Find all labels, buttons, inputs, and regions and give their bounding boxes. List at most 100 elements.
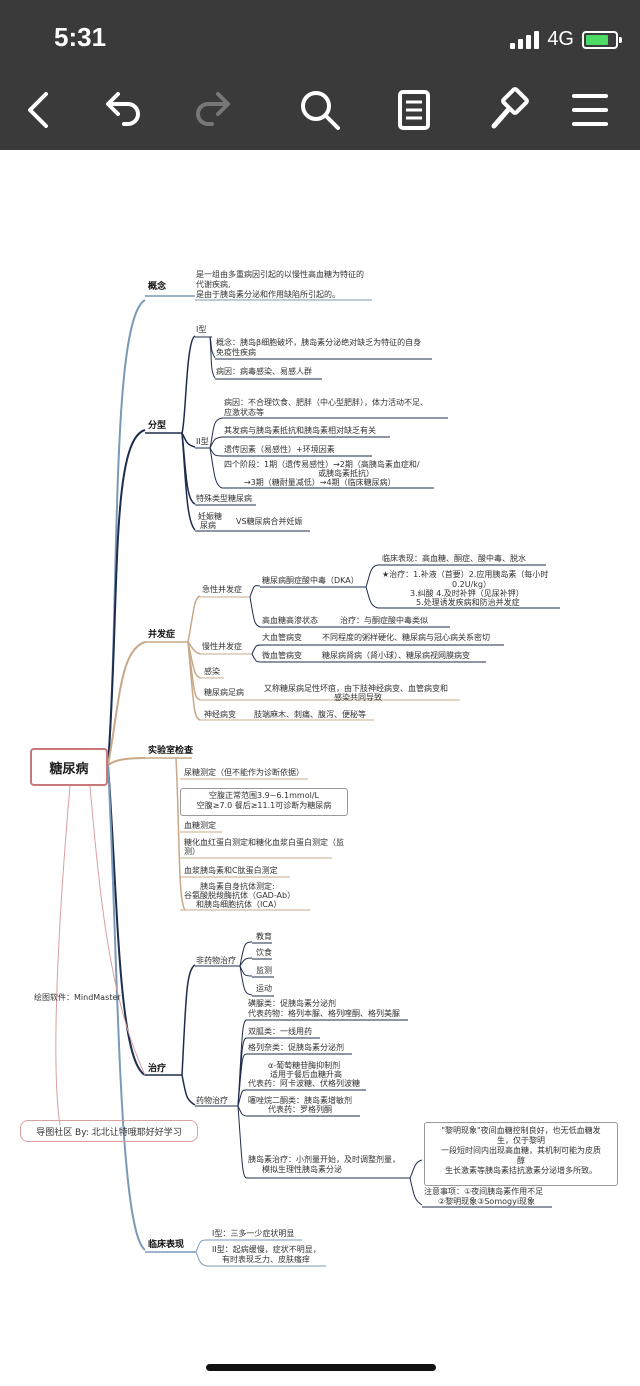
hba1c-1[interactable]: 糖化血红蛋白测定和糖化血浆白蛋白测定（监 — [184, 838, 344, 847]
community-credit[interactable]: 导图社区 By: 北北让特哦耶好好学习 — [20, 1120, 198, 1142]
type2-factors: 遗传因素（易感性）+环境因素 — [224, 445, 335, 454]
clinical-type1: I型：三多一少症状明显 — [212, 1229, 295, 1238]
branch-concept[interactable]: 概念 — [148, 282, 167, 292]
dka-treatment-2: 0.2U/kg） — [452, 580, 491, 589]
agi-1: α-葡萄糖苷酶抑制剂 — [268, 1061, 341, 1070]
gestational-2: 尿病 — [200, 521, 216, 530]
glucose-range-1: 空腹正常范围3.9~6.1mmol/L — [208, 791, 319, 800]
type2-cause-2: 应激状态等 — [224, 408, 264, 417]
type2-node[interactable]: II型 — [196, 437, 209, 446]
dka-treatment-4: 5.处理诱发疾病和防治并发症 — [416, 598, 520, 607]
back-icon[interactable] — [12, 82, 68, 138]
gestational-note: VS糖尿病合并妊娠 — [236, 517, 303, 526]
type1-concept-2: 免疫性疾病 — [216, 348, 256, 357]
biguanide: 双胍类：一线用药 — [248, 1027, 312, 1036]
type2-stages-2: 或胰岛素抵抗） — [318, 469, 374, 478]
autoantibody-3: 和胰岛细胞抗体（ICA） — [196, 900, 282, 909]
hba1c-2: 测） — [184, 847, 200, 856]
type2-stages-3: →3期（糖耐量减低）→4期（临床糖尿病） — [244, 478, 396, 487]
acute-complications[interactable]: 急性并发症 — [202, 585, 242, 594]
status-time: 5:31 — [54, 22, 107, 52]
caution-1: 注意事项：①夜间胰岛素作用不足 — [424, 1187, 544, 1196]
dka-symptoms: 临床表现：高血糖、酮症、酸中毒、脱水 — [382, 554, 526, 563]
dawn-5: 生长激素等胰岛素拮抗激素分泌增多所致。 — [445, 1166, 597, 1175]
agi-3: 代表药：阿卡波糖、伏格列波糖 — [248, 1079, 360, 1088]
undo-icon[interactable] — [94, 82, 150, 138]
hhs-treatment: 治疗：与酮症酸中毒类似 — [340, 616, 428, 625]
branch-lab[interactable]: 实验室检查 — [148, 746, 194, 756]
insulin-therapy-2: 模拟生理性胰岛素分泌 — [262, 1165, 342, 1174]
sulfonylurea-2: 代表药物：格列本脲、格列喹酮、格列美脲 — [248, 1009, 400, 1018]
dawn-4: 醇 — [517, 1156, 525, 1165]
concept-text-2: 代谢疾病, — [196, 280, 231, 289]
insulin-cpeptide[interactable]: 血浆胰岛素和C肽蛋白测定 — [184, 866, 278, 875]
diabetic-foot-text-1: 又称糖尿病足性坏疽，由下肢神经病变、血管病变和 — [264, 684, 448, 693]
neuropathy-text: 肢端麻木、刺痛、腹泻、便秘等 — [254, 710, 366, 719]
caution-2: ②黎明现象③Somogyi现象 — [438, 1197, 536, 1206]
branch-treatment[interactable]: 治疗 — [148, 1064, 167, 1074]
glucose-range-box: 空腹正常范围3.9~6.1mmol/L 空腹≥7.0 餐后≥11.1可诊断为糖尿… — [180, 788, 348, 816]
hhs-node[interactable]: 高血糖高渗状态 — [262, 616, 318, 625]
status-bar: 5:31 4G — [0, 0, 640, 72]
software-label: 绘图软件：MindMaster — [34, 993, 121, 1002]
exercise[interactable]: 运动 — [256, 984, 272, 993]
autoantibody-1[interactable]: 胰岛素自身抗体测定: — [200, 882, 275, 891]
drug-treatment[interactable]: 药物治疗 — [196, 1096, 228, 1105]
root-node[interactable]: 糖尿病 — [30, 748, 108, 786]
neuropathy[interactable]: 神经病变 — [204, 710, 236, 719]
toolbar — [0, 72, 640, 150]
menu-icon[interactable] — [562, 82, 618, 138]
clinical-type2-1: II型：起病缓慢，症状不明显， — [212, 1245, 321, 1254]
status-indicators: 4G — [510, 28, 622, 51]
macrovascular-text: 不同程度的粥样硬化、糖尿病与冠心病关系密切 — [322, 633, 490, 642]
microvascular-text: 糖尿病肾病（肾小球）、糖尿病视网膜病变 — [322, 651, 470, 660]
dawn-phenomenon-box: "黎明现象"夜间血糖控制良好，也无低血糖发 生，仅于黎明 一段短时间内出现高血糖… — [424, 1122, 618, 1186]
home-indicator[interactable] — [206, 1364, 436, 1371]
diabetic-foot[interactable]: 糖尿病足病 — [204, 688, 244, 697]
outline-icon[interactable] — [386, 82, 442, 138]
branch-clinical[interactable]: 临床表现 — [148, 1240, 185, 1250]
dka-treatment-3: 3.纠酸 4.及时补钾（见尿补钾） — [410, 589, 524, 598]
dawn-2: 生，仅于黎明 — [497, 1136, 545, 1145]
dawn-3: 一段短时间内出现高血糖，其机制可能为皮质 — [441, 1146, 601, 1155]
chronic-complications[interactable]: 慢性并发症 — [202, 642, 242, 651]
gestational-1[interactable]: 妊娠糖 — [198, 512, 222, 521]
tzd-2: 代表药：罗格列酮 — [268, 1105, 332, 1114]
agi-2: 适用于餐后血糖升高 — [270, 1070, 342, 1079]
dka-node[interactable]: 糖尿病酮症酸中毒（DKA） — [262, 576, 359, 585]
branch-complications[interactable]: 并发症 — [148, 630, 176, 640]
network-label: 4G — [547, 28, 574, 50]
autoantibody-2: 谷氨酸脱羧酶抗体（GAD-Ab） — [184, 891, 296, 900]
type1-concept-1: 概念：胰岛β细胞破坏，胰岛素分泌绝对缺乏为特征的自身 — [216, 338, 422, 347]
diabetic-foot-text-2: 感染共同导致 — [334, 693, 382, 702]
redo-icon[interactable] — [186, 82, 242, 138]
glucose-range-2: 空腹≥7.0 餐后≥11.1可诊断为糖尿病 — [196, 801, 332, 810]
concept-text-3: 是由于胰岛素分泌和作用缺陷所引起的。 — [196, 290, 340, 299]
format-brush-icon[interactable] — [480, 82, 536, 138]
type2-pathogenesis: 其发病与胰岛素抵抗和胰岛素相对缺乏有关 — [224, 426, 376, 435]
diet[interactable]: 饮食 — [256, 948, 272, 957]
monitoring[interactable]: 监测 — [256, 966, 272, 975]
concept-text-1: 是一组由多重病因引起的以慢性高血糖为特征的 — [196, 270, 364, 279]
tzd-1: 噻唑烷二酮类：胰岛素增敏剂 — [248, 1096, 352, 1105]
infection-node[interactable]: 感染 — [204, 667, 220, 676]
dka-treatment-1: ★治疗：1.补液（首要）2.应用胰岛素（每小时 — [382, 570, 549, 579]
type2-cause-1: 病因：不合理饮食、肥胖（中心型肥胖），体力活动不足、 — [224, 398, 428, 407]
urine-glucose[interactable]: 尿糖测定（但不能作为诊断依据） — [184, 768, 304, 777]
battery-icon — [582, 30, 622, 49]
type1-cause: 病因：病毒感染、易感人群 — [216, 367, 312, 376]
type1-node[interactable]: I型 — [196, 325, 207, 334]
nondrug-treatment[interactable]: 非药物治疗 — [196, 956, 236, 965]
macrovascular[interactable]: 大血管病变 — [262, 633, 302, 642]
branch-types[interactable]: 分型 — [148, 421, 167, 431]
insulin-therapy-1: 胰岛素治疗：小剂量开始，及时调整剂量， — [248, 1155, 400, 1164]
blood-glucose[interactable]: 血糖测定 — [184, 821, 216, 830]
glinide: 格列奈类：促胰岛素分泌剂 — [248, 1043, 344, 1052]
special-types[interactable]: 特殊类型糖尿病 — [196, 494, 252, 503]
education[interactable]: 教育 — [256, 932, 272, 941]
clinical-type2-2: 有时表现乏力、皮肤瘙痒 — [222, 1255, 310, 1264]
dawn-1: "黎明现象"夜间血糖控制良好，也无低血糖发 — [441, 1126, 601, 1135]
search-icon[interactable] — [292, 82, 348, 138]
microvascular[interactable]: 微血管病变 — [262, 651, 302, 660]
